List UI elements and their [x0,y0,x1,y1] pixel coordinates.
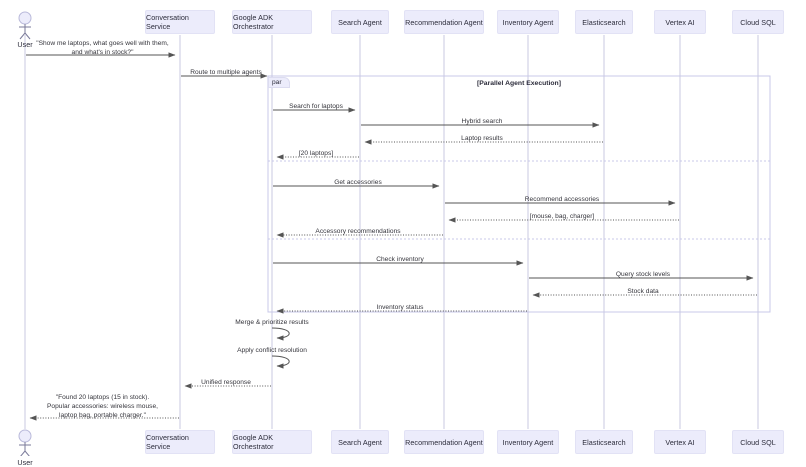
participant-search_agent-bottom[interactable]: Search Agent [331,430,389,454]
participant-vertex_ai-bottom[interactable]: Vertex AI [654,430,706,454]
self-message-s2 [271,355,290,369]
lifelines-group [24,35,759,429]
self-message-label-s2: Apply conflict resolution [237,347,307,354]
actor-label-user-bottom: User [17,458,33,467]
message-label-m17: Unified response [201,379,251,386]
par-fragment-frame [267,75,771,313]
participant-cloud_sql-bottom[interactable]: Cloud SQL [732,430,784,454]
message-label-m1: "Show me laptops, what goes well with th… [36,40,169,56]
participant-orchestrator-top[interactable]: Google ADK Orchestrator [232,10,312,34]
participant-elasticsearch-top[interactable]: Elasticsearch [575,10,633,34]
par-fragment-title: [Parallel Agent Execution] [477,80,561,87]
participant-orchestrator-bottom[interactable]: Google ADK Orchestrator [232,430,312,454]
participant-conversation_service-top[interactable]: Conversation Service [145,10,215,34]
actor-leg-left [20,450,26,456]
participant-inventory_agent-top[interactable]: Inventory Agent [497,10,559,34]
participant-recommendation_agent-top[interactable]: Recommendation Agent [404,10,484,34]
participant-elasticsearch-bottom[interactable]: Elasticsearch [575,430,633,454]
actor-figures [18,11,32,456]
actor-leg-right [24,450,30,456]
self-message-s1 [271,327,290,341]
message-label-m11: Check inventory [376,256,424,263]
message-label-m3: Search for laptops [289,103,343,110]
sequence-diagram-canvas [18,11,771,456]
message-label-m12: Query stock levels [615,271,671,278]
message-label-m7: Get accessories [334,179,382,186]
message-label-m8: Recommend accessories [524,196,600,203]
actor-user-top [18,11,32,40]
message-label-m2: Route to multiple agents [190,69,262,76]
message-label-m10: Accessory recommendations [315,228,401,235]
message-label-m4: Hybrid search [461,118,503,125]
actor-head-icon [18,11,32,25]
message-label-m13: Stock data [627,288,659,295]
actor-user-bottom [18,429,32,456]
participant-conversation_service-bottom[interactable]: Conversation Service [145,430,215,454]
message-label-m18: "Found 20 laptops (15 in stock).Popular … [46,394,159,419]
par-fragment-box [267,75,771,313]
messages-group [26,52,757,421]
self-message-label-s1: Merge & prioritize results [235,319,309,326]
actor-head-icon [18,429,32,443]
par-keyword-label: par [268,77,290,88]
actor-label-user-top: User [17,40,33,49]
message-label-m14: Inventory status [376,304,424,311]
actor-leg-right [24,32,31,40]
actor-leg-left [19,32,26,40]
participant-vertex_ai-top[interactable]: Vertex AI [654,10,706,34]
message-label-m6: [20 laptops] [298,150,334,157]
participant-cloud_sql-top[interactable]: Cloud SQL [732,10,784,34]
message-label-m5: Laptop results [461,135,503,142]
participant-inventory_agent-bottom[interactable]: Inventory Agent [497,430,559,454]
participant-recommendation_agent-bottom[interactable]: Recommendation Agent [404,430,484,454]
message-label-m9: [mouse, bag, charger] [529,213,595,220]
participant-search_agent-top[interactable]: Search Agent [331,10,389,34]
